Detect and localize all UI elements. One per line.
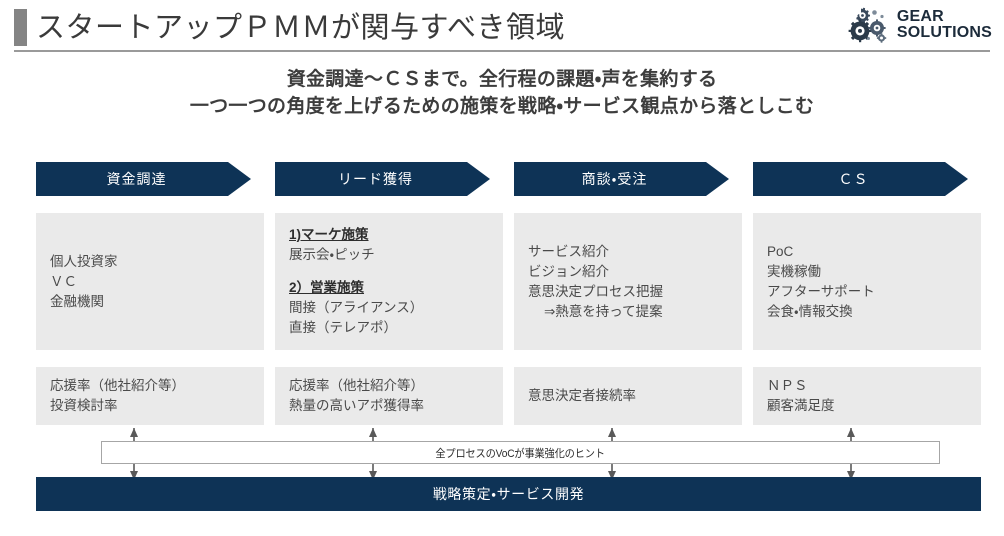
brand-wordmark: GEAR SOLUTIONS: [896, 7, 992, 42]
activities-cell-lead: 1)マーケ施策 展示会・ピッチ 2）営業施策 間接（アライアンス） 直接（テレア…: [275, 213, 503, 350]
activity-item: 個人投資家: [50, 253, 118, 269]
activity-item: ＶＣ: [50, 273, 77, 289]
title-accent-bar: [14, 9, 27, 46]
kpi-cell-cs: ＮＰＳ 顧客満足度: [753, 367, 981, 425]
activity-item: 間接（アライアンス）: [289, 300, 424, 315]
activity-item: ⇒熱意を持って提案: [544, 303, 663, 319]
stage-chevron-cs: ＣＳ: [753, 162, 968, 196]
activity-heading: 1)マーケ施策: [289, 227, 369, 242]
activity-spacer: [289, 265, 489, 278]
stage-chevron-lead: リード獲得: [275, 162, 490, 196]
activity-item: 会食・情報交換: [767, 303, 853, 319]
activity-item: PoC: [767, 243, 794, 259]
kpi-cell-lead: 応援率（他社紹介等） 熱量の高いアポ獲得率: [275, 367, 503, 425]
kpi-item: 応援率（他社紹介等）: [289, 378, 424, 393]
activities-cell-funding: 個人投資家 ＶＣ 金融機関: [36, 213, 264, 350]
footer-label: 戦略策定・サービス開発: [432, 486, 585, 502]
subtitle-line-2: 一つ一つの角度を上げるための施策を戦略・サービス観点から落としこむ: [189, 96, 815, 117]
stage-label: 商談・受注: [581, 171, 648, 187]
kpi-cell-negotiation: 意思決定者接続率: [514, 367, 742, 425]
subtitle-line-1: 資金調達〜ＣＳまで。全行程の課題・声を集約する: [286, 69, 718, 90]
strategy-footer-bar: 戦略策定・サービス開発: [36, 477, 981, 511]
activities-cell-cs: PoC 実機稼働 アフターサポート 会食・情報交換: [753, 213, 981, 350]
stage-label: リード獲得: [338, 171, 413, 187]
activity-heading: 2）営業施策: [289, 280, 365, 295]
stage-chevron-funding: 資金調達: [36, 162, 251, 196]
activity-item: サービス紹介: [528, 243, 609, 259]
stage-label: ＣＳ: [838, 171, 869, 187]
kpi-item: 意思決定者接続率: [528, 388, 636, 403]
voc-banner: 全プロセスのVoCが事業強化のヒント: [101, 441, 940, 464]
brand-logo: GEAR SOLUTIONS: [848, 5, 992, 45]
kpi-item: ＮＰＳ: [767, 378, 808, 393]
kpi-item: 応援率（他社紹介等）: [50, 378, 185, 393]
page-title: スタートアップＰＭＭが関与すべき領域: [36, 12, 565, 44]
kpi-item: 投資検討率: [50, 398, 118, 413]
kpi-item: 熱量の高いアポ獲得率: [289, 398, 424, 413]
activity-item: ビジョン紹介: [528, 263, 609, 279]
stage-label: 資金調達: [106, 171, 167, 187]
activity-item: アフターサポート: [767, 283, 875, 299]
activity-item: 金融機関: [50, 293, 104, 309]
activity-item: 意思決定プロセス把握: [528, 283, 663, 299]
kpi-cell-funding: 応援率（他社紹介等） 投資検討率: [36, 367, 264, 425]
activity-item: 実機稼働: [767, 263, 821, 279]
activity-item: 直接（テレアポ）: [289, 320, 397, 335]
gears-icon: [848, 7, 887, 43]
activity-item: 展示会・ピッチ: [289, 247, 375, 262]
kpi-item: 顧客満足度: [767, 398, 835, 413]
voc-label: 全プロセスのVoCが事業強化のヒント: [435, 447, 606, 460]
brand-line-2: SOLUTIONS: [896, 24, 992, 41]
brand-line-1: GEAR: [896, 7, 944, 25]
activities-cell-negotiation: サービス紹介 ビジョン紹介 意思決定プロセス把握 ⇒熱意を持って提案: [514, 213, 742, 350]
subtitle-block: 資金調達〜ＣＳまで。全行程の課題・声を集約する 一つ一つの角度を上げるための施策…: [0, 66, 1004, 120]
header-divider: [14, 50, 990, 52]
slide-header: スタートアップＰＭＭが関与すべき領域: [0, 0, 1004, 56]
stage-chevron-negotiation: 商談・受注: [514, 162, 729, 196]
